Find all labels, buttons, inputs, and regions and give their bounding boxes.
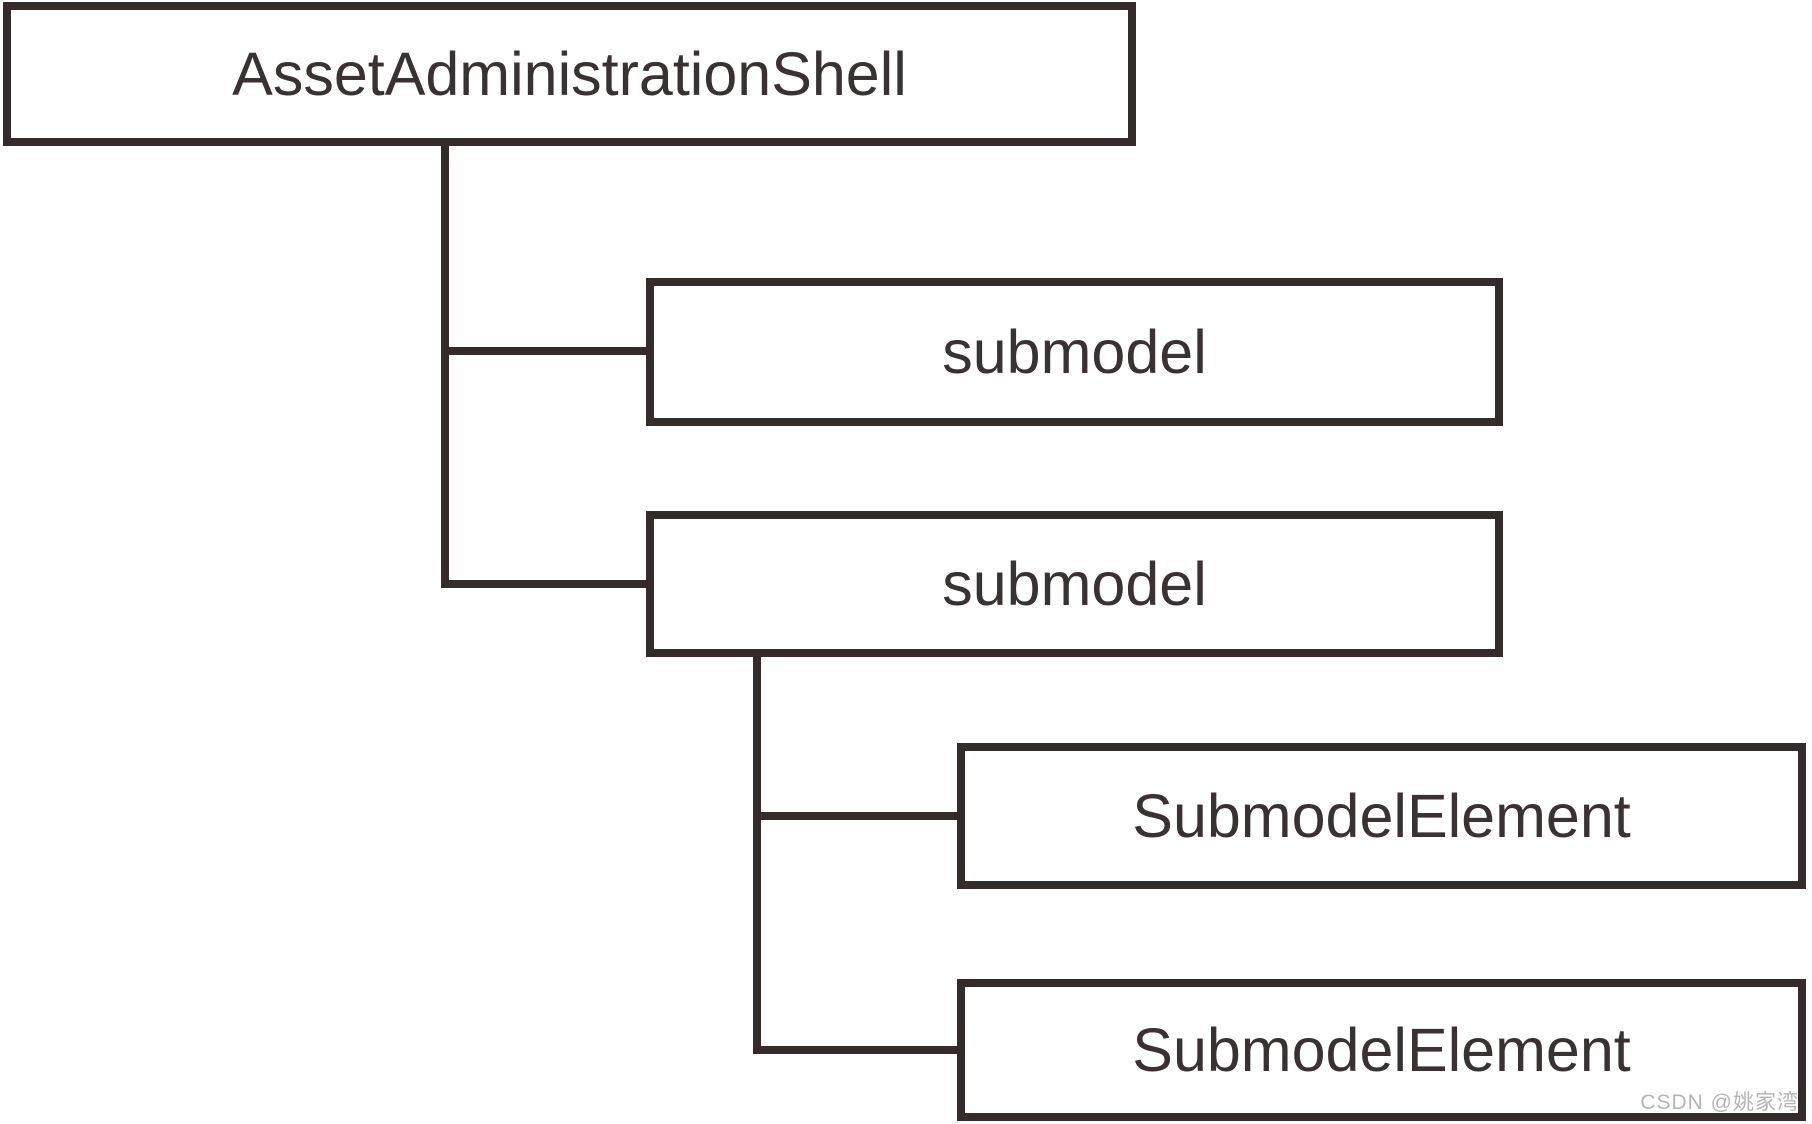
node-submodel-2-label: submodel [942,549,1207,618]
connector-submodel2-trunk-vertical [753,657,761,1054]
node-asset-administration-shell-label: AssetAdministrationShell [232,39,907,108]
connector-submodel2-to-element1 [753,812,957,820]
node-asset-administration-shell: AssetAdministrationShell [3,2,1136,146]
connector-aas-to-submodel1 [441,347,646,355]
node-submodel-2: submodel [646,511,1503,657]
connector-submodel2-to-element2 [753,1046,957,1054]
connector-aas-to-submodel2 [441,580,646,588]
node-submodel-element-1-label: SubmodelElement [1132,781,1631,850]
node-submodel-element-2: SubmodelElement [957,979,1806,1121]
watermark: CSDN @姚家湾 [1640,1091,1799,1114]
node-submodel-element-2-label: SubmodelElement [1132,1015,1631,1084]
node-submodel-element-1: SubmodelElement [957,743,1806,889]
node-submodel-1-label: submodel [942,317,1207,386]
node-submodel-1: submodel [646,278,1503,426]
connector-aas-trunk-vertical [441,146,449,588]
